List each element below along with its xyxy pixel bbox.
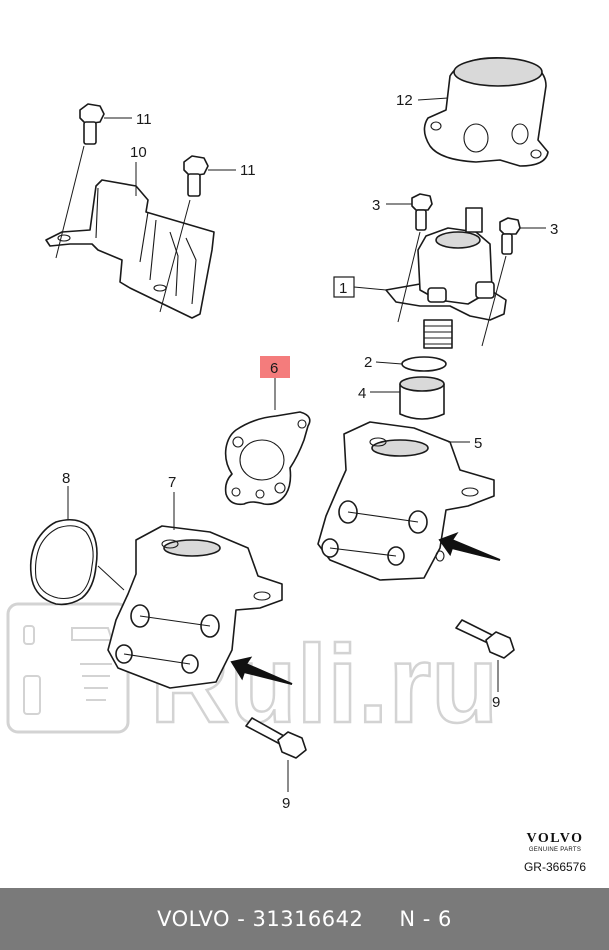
part-6-gasket [224,411,311,506]
part-7-housing [107,525,283,689]
arrow-lower-housing-icon [230,656,293,685]
part-9-bolt-b [245,717,307,759]
part-4-tappet [399,376,445,420]
arrow-upper-housing-icon [438,531,501,561]
figure-reference: GR-366576 [523,860,587,874]
callout-1: 1 [339,280,347,297]
part-3-bolt-a [411,193,433,231]
brand-subtitle: GENUINE PARTS [528,847,582,853]
callout-12: 12 [396,92,413,109]
part-5-housing [317,421,495,581]
callout-8: 8 [62,470,70,487]
footer-bar: VOLVO - 31316642 N - 6 [0,888,609,950]
volvo-logo: VOLVO [526,831,584,846]
part-3-bolt-b [499,217,521,255]
callout-2: 2 [364,354,372,371]
callout-6-highlight [260,356,290,378]
part-9-bolt-a [455,619,515,659]
callout-9b: 9 [492,694,500,711]
callout-3a: 3 [372,197,380,214]
part-11-bolt-a [79,103,105,145]
callout-3b: 3 [550,221,558,238]
callout-7: 7 [168,474,176,491]
part-8-seal [29,518,98,606]
callout-9a: 9 [282,795,290,812]
part-11-bolt-b [183,155,209,197]
part-10-bracket [45,179,215,319]
part-1-pump [385,207,507,349]
part-12-cover [423,57,549,167]
callout-5: 5 [474,435,482,452]
part-2-o-ring [401,356,447,372]
brand-block: VOLVO GENUINE PARTS [510,832,600,854]
exploded-parts-diagram: Ruli.ru 12 10 11 11 [6,57,558,812]
callout-11b: 11 [240,162,256,179]
footer-position: N - 6 [399,907,452,931]
callout-6: 6 [270,360,278,377]
callout-11a: 11 [136,111,152,128]
callout-10: 10 [130,144,147,161]
callout-4: 4 [358,385,366,402]
footer-part-number: VOLVO - 31316642 [157,907,364,931]
